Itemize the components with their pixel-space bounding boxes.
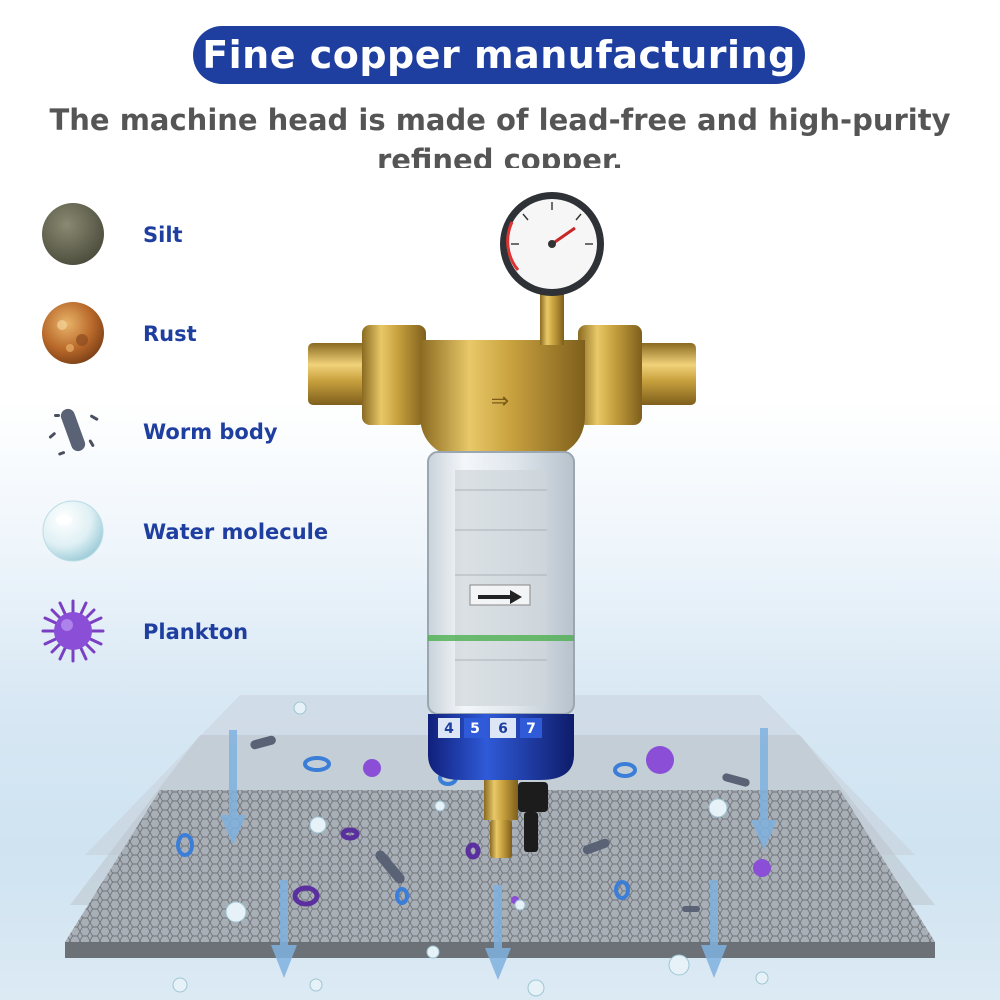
down-arrow-icon [751,728,777,850]
drain-nozzle [490,820,512,858]
scale-label-5: 5 [470,721,480,737]
down-arrow-icon [485,885,511,980]
scale-label-7: 7 [526,721,536,737]
worm-body-icon [48,408,99,456]
filter-device: ⇒ 4 5 [308,192,696,858]
plankton-icon [41,599,105,663]
down-arrow-icon [220,730,246,845]
page-title: Fine copper manufacturing [202,33,796,77]
legend-label-silt: Silt [143,223,183,247]
scale-label-6: 6 [498,721,508,737]
outlet-nut [578,325,642,425]
legend-label-plankton: Plankton [143,620,249,644]
gauge-needle [551,226,576,246]
legend-item-plankton: Plankton [40,598,360,668]
legend-item-worm-body: Worm body [40,398,360,468]
flow-arrows [220,728,777,980]
legend-item-water-molecule: Water molecule [40,498,360,568]
legend-item-rust: Rust [40,300,360,370]
page-subtitle: The machine head is made of lead-free an… [49,103,951,168]
svg-text:⇒: ⇒ [491,389,509,414]
down-arrow-icon [701,880,727,978]
legend-label-worm-body: Worm body [143,420,278,444]
brass-head [420,340,585,452]
silt-icon [42,203,104,265]
water-molecule-icon [42,500,104,562]
scale-label-4: 4 [444,721,454,737]
drain-valve-handle[interactable] [518,782,548,812]
legend-label-rust: Rust [143,322,197,346]
legend-label-water-molecule: Water molecule [143,520,329,544]
legend-item-silt: Silt [40,201,360,271]
down-arrow-icon [271,880,297,978]
title-banner: Fine copper manufacturing [193,26,805,84]
rust-icon [42,302,104,364]
inlet-nut [362,325,426,425]
particles [172,701,771,997]
